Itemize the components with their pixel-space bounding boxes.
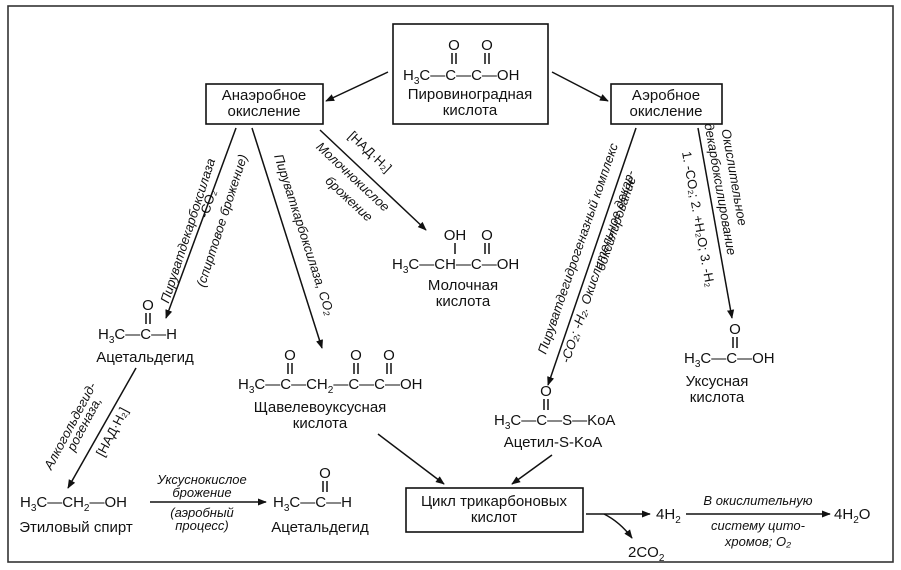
outer-frame <box>7 5 894 563</box>
acetaldehyde-1: O H3C—C—H Ацетальдегид <box>96 297 194 366</box>
lactic-o: O <box>481 227 493 244</box>
oxaloacetic-o1: O <box>284 347 296 364</box>
acetaldehyde2-o: O <box>319 465 331 482</box>
arrow-pyruvic-aerobic <box>551 71 609 102</box>
label-nadh-2: [НАД·H₂] <box>93 405 131 459</box>
oxaloacetic-o2: O <box>350 347 362 364</box>
acetaldehyde-2: O H3C—C—H Ацетальдегид <box>271 465 369 536</box>
co2-product: 2CO2 <box>628 544 665 564</box>
krebs-cycle-box <box>405 487 584 533</box>
label-oxidative-system-1: В окислительную <box>703 493 812 508</box>
acetic-name-1: Уксусная <box>686 373 749 390</box>
label-acetic-fermentation-2: брожение <box>172 485 231 500</box>
arrow-to-acetylcoa <box>547 127 637 386</box>
oxaloacetic-name-2: кислота <box>293 415 348 432</box>
arrow-oxaloacetic-krebs <box>377 433 445 485</box>
acetaldehyde1-name: Ацетальдегид <box>96 349 194 366</box>
label-oxidative-system-2: систему цито- <box>711 518 806 533</box>
lactic-acid: OH O H3C—CH—C—OH Молочная кислота <box>392 227 519 310</box>
label-oxidative-system-3: хромов; O₂ <box>724 534 791 549</box>
ethanol-name: Этиловый спирт <box>19 519 133 536</box>
lactic-oh: OH <box>444 227 467 244</box>
lactic-name-2: кислота <box>436 293 491 310</box>
krebs-line-2: кислот <box>471 509 517 526</box>
acetic-acid: O H3C—C—OH Уксусная кислота <box>684 321 775 406</box>
pyruvic-acid: O O H3C—C—C—OH Пировиноградная кислота <box>403 37 532 119</box>
krebs-line-1: Цикл трикарбоновых <box>421 493 568 510</box>
acetyl-name: Ацетил-S-KoA <box>504 434 603 451</box>
ethanol-formula: H3C—CH2—OH <box>20 494 127 514</box>
acetaldehyde1-o: O <box>142 297 154 314</box>
arrow-to-acetic <box>697 127 735 319</box>
pyruvic-o2: O <box>481 37 493 54</box>
h4-product: 4H2 <box>656 506 681 526</box>
acetaldehyde1-formula: H3C—C—H <box>98 326 177 346</box>
anaerobic-line-1: Анаэробное <box>222 87 307 104</box>
aerobic-line-1: Аэробное <box>632 87 700 104</box>
pyruvic-formula: H3C—C—C—OH <box>403 67 519 87</box>
arrow-pyruvic-anaerobic <box>325 71 389 102</box>
pyruvic-name-2: кислота <box>443 102 498 119</box>
arrow-to-acetaldehyde <box>165 127 237 319</box>
pyruvic-o1: O <box>448 37 460 54</box>
label-aerobic-process-2: процесс) <box>175 518 228 533</box>
acetic-name-2: кислота <box>690 389 745 406</box>
acetyl-o: O <box>540 383 552 400</box>
arrow-krebs-co2 <box>603 513 633 539</box>
anaerobic-line-2: окисление <box>228 103 301 120</box>
pyruvic-name-1: Пировиноградная <box>408 86 532 103</box>
acetic-formula: H3C—C—OH <box>684 350 775 370</box>
label-acetic-fermentation-1: Уксуснокислое <box>156 472 247 487</box>
aerobic-box <box>610 83 723 125</box>
arrow-to-ethanol <box>67 367 137 489</box>
oxaloacetic-formula: H3C—C—CH2—C—C—OH <box>238 376 422 396</box>
label-aerobic-process-1: (аэробный <box>170 505 234 520</box>
lactic-formula: H3C—CH—C—OH <box>392 256 519 276</box>
oxaloacetic-name-1: Щавелевоуксусная <box>254 399 387 416</box>
ethanol: H3C—CH2—OH Этиловый спирт <box>19 494 133 536</box>
aerobic-line-2: окисление <box>630 103 703 120</box>
acetaldehyde2-name: Ацетальдегид <box>271 519 369 536</box>
lactic-name-1: Молочная <box>428 277 498 294</box>
arrow-acetylcoa-krebs <box>511 454 553 485</box>
arrows <box>67 71 831 539</box>
acetic-o: O <box>729 321 741 338</box>
arrow-to-lactic <box>319 129 427 231</box>
pyruvic-acid-box <box>392 23 549 125</box>
water-product: 4H2O <box>834 506 870 526</box>
anaerobic-box <box>205 83 324 125</box>
oxaloacetic-acid: O O O H3C—C—CH2—C—C—OH Щавелевоуксусная … <box>238 347 422 432</box>
acetyl-coa: O H3C—C—S—KoA Ацетил-S-KoA <box>494 383 615 451</box>
arrow-to-oxaloacetic <box>251 127 323 349</box>
acetyl-formula: H3C—C—S—KoA <box>494 412 615 432</box>
acetaldehyde2-formula: H3C—C—H <box>273 494 352 514</box>
oxaloacetic-o3: O <box>383 347 395 364</box>
